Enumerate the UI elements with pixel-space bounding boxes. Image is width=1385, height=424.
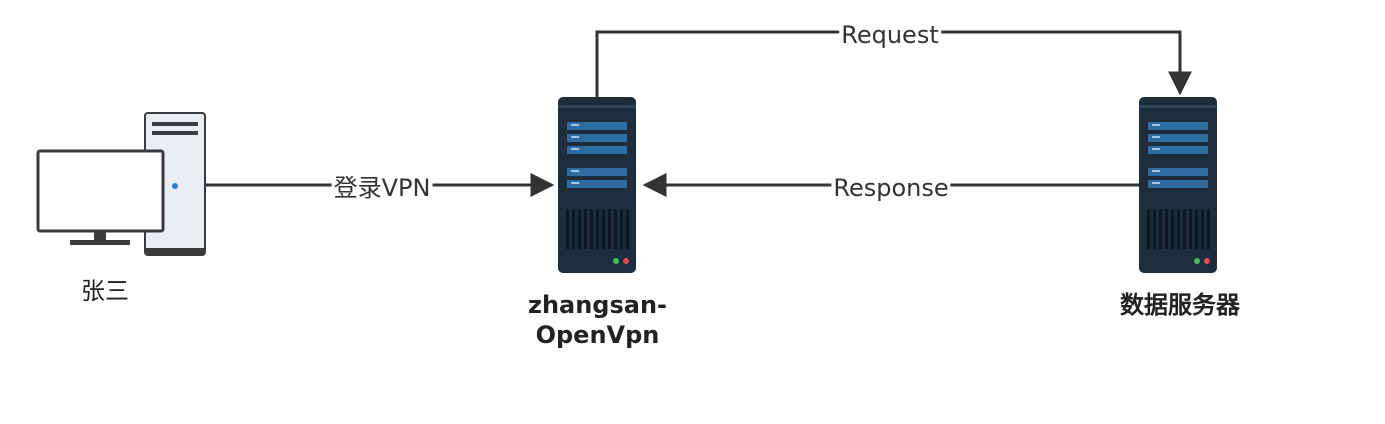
vpn-server-label-line2: OpenVpn (535, 321, 660, 349)
data-server-label: 数据服务器 (1120, 291, 1240, 319)
vpn-server-label: zhangsan- OpenVpn (500, 290, 695, 350)
edge-label-login: 登录VPN (331, 174, 433, 202)
vpn-server-label-line1: zhangsan- (527, 291, 668, 319)
desktop-computer-icon (36, 112, 206, 256)
edge-label-request: Request (839, 21, 941, 49)
data-server-icon (1139, 97, 1217, 273)
edge-label-response: Response (831, 174, 951, 202)
client-label: 张三 (81, 277, 129, 305)
vpn-server-icon (558, 97, 636, 273)
